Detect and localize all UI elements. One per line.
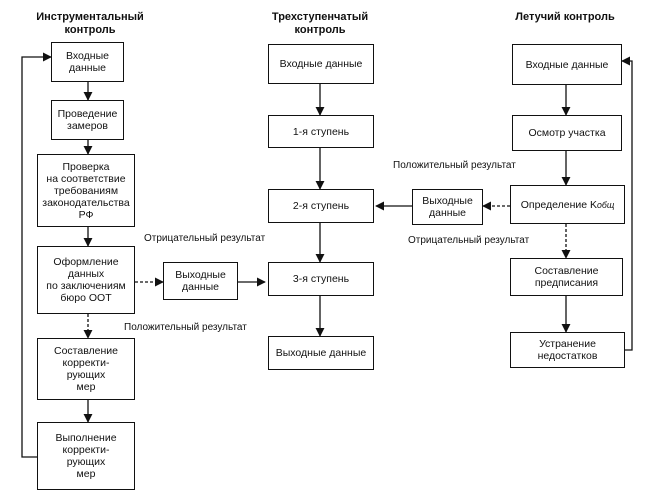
instr-corrective-measures-execution: Выполнение корректи- рующих мер	[37, 422, 135, 490]
flying-control-title: Летучий контроль	[515, 11, 615, 23]
fl-k-subscript: общ	[597, 199, 615, 210]
fl-output-data: Выходные данные	[412, 189, 483, 225]
label-positive-result-right: Положительный результат	[393, 160, 516, 171]
fl-defect-elimination: Устранение недостатков	[510, 332, 625, 368]
ts-step-2: 2-я ступень	[268, 189, 374, 223]
instr-compliance-check: Проверка на соответствие требованиям зак…	[37, 154, 135, 227]
three-step-control-title: Трехступенчатый контроль	[271, 11, 369, 36]
fl-prescription: Составление предписания	[510, 258, 623, 296]
label-positive-result-left: Положительный результат	[124, 322, 247, 333]
fl-site-inspection: Осмотр участка	[512, 115, 622, 151]
instr-measurements: Проведение замеров	[51, 100, 124, 140]
instr-data-registration: Оформление данных по заключениям бюро ОО…	[37, 246, 135, 314]
ts-input-data: Входные данные	[268, 44, 374, 84]
fl-k-determination-label: Определение K	[520, 198, 598, 211]
arrow-flying-feedback	[621, 56, 633, 351]
ts-output-data: Выходные данные	[268, 336, 374, 370]
instrumental-control-title: Инструментальный контроль	[36, 11, 144, 36]
ts-step-1: 1-я ступень	[268, 115, 374, 148]
arrow-instr-feedback	[21, 52, 52, 458]
label-negative-result-right: Отрицательный результат	[408, 235, 530, 246]
ts-step-3: 3-я ступень	[268, 262, 374, 296]
instr-input-data: Входные данные	[51, 42, 124, 82]
label-negative-result-left: Отрицательный результат	[144, 233, 266, 244]
instr-corrective-measures-draft: Составление корректи- рующих мер	[37, 338, 135, 400]
fl-input-data: Входные данные	[512, 44, 622, 85]
instr-output-data: Выходные данные	[163, 262, 238, 300]
